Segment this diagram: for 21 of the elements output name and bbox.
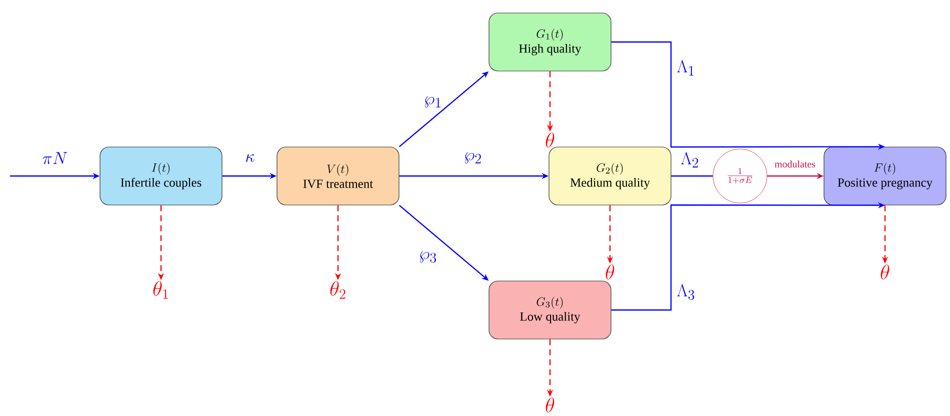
edge-label: $\pi N$ [42,152,68,164]
process-box: $G_1(t)$ High quality [488,12,612,72]
process-box: $F(t)$ Positive pregnancy [824,146,946,206]
rate-label: $\theta$ [546,132,554,148]
rate-label: $\theta$ [606,264,614,280]
edge-label: $\Lambda_3$ [677,284,694,300]
rate-label: $\theta_1$ [153,281,168,299]
process-box: $G_2(t)$ Medium quality [548,146,672,206]
edge-label: $\Lambda_2$ [681,152,698,168]
rate-label: $\theta$ [880,264,890,280]
edge-label: modulates [774,160,816,168]
process-box: $G_3(t)$ Low quality [488,280,612,340]
edge-label: $\wp_3$ [420,251,436,263]
process-box: $I(t)$ Infertile couples [100,146,222,206]
edge-label: $\wp_1$ [425,96,440,108]
edge-label: $\kappa$ [246,154,254,162]
process-box: $V(t)$ IVF treatment [276,146,400,206]
rate-label: $\theta_2$ [330,281,346,299]
edge-label: $\wp_2$ [465,152,481,164]
edge-label: $\Lambda_1$ [677,60,694,76]
rate-label: $\theta$ [546,398,554,412]
